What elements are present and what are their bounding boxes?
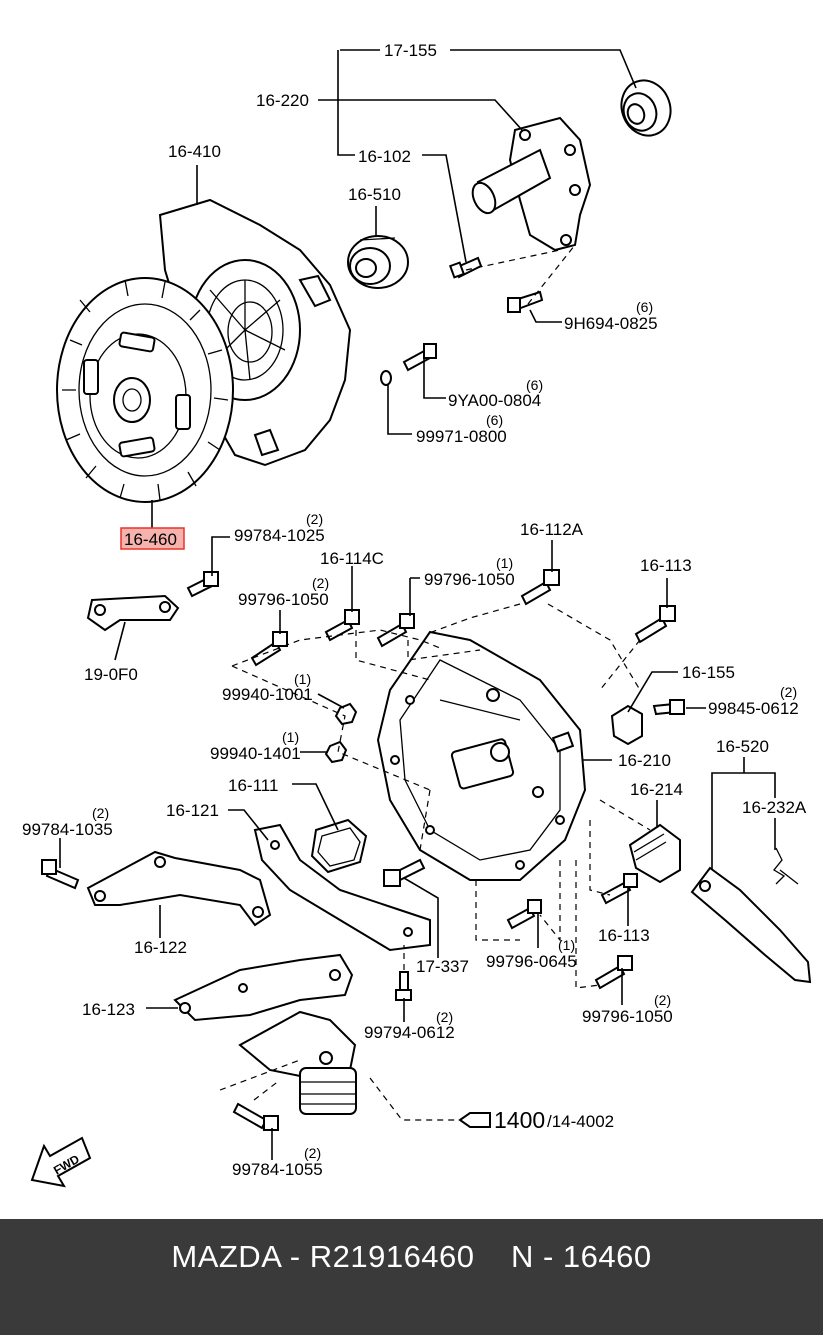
part-17-155	[620, 79, 672, 137]
label-99794: 99794-0612	[364, 1023, 455, 1042]
part-16-102	[448, 256, 483, 279]
qty-99784-1035: (2)	[92, 805, 109, 821]
part-16-123	[173, 953, 354, 1022]
part-16-111	[310, 818, 368, 874]
label-16-113b: 16-113	[598, 926, 650, 945]
label-16-123: 16-123	[82, 1000, 135, 1019]
label-16-460-highlight: 16-460	[120, 527, 185, 550]
qty-99940-1401: (1)	[282, 729, 299, 745]
part-9ya00	[402, 343, 437, 372]
fwd-arrow-icon: FWD	[30, 1136, 92, 1188]
part-99940-1001	[334, 702, 358, 726]
part-99940-1401	[324, 740, 348, 764]
label-99796-1050a: 99796-1050	[424, 570, 515, 589]
label-16-122: 16-122	[134, 938, 187, 957]
label-16-111: 16-111	[228, 776, 278, 795]
label-99784-1035: 99784-1035	[22, 820, 113, 839]
label-16-410: 16-410	[168, 142, 221, 161]
part-99796-0645	[506, 899, 542, 930]
part-number-caption: MAZDA - R21916460 N - 16460	[171, 1239, 652, 1274]
qty-99796-0645: (1)	[558, 937, 575, 953]
label-16-112a: 16-112A	[520, 520, 584, 539]
label-16-214: 16-214	[630, 780, 683, 799]
part-16-155	[610, 704, 643, 746]
qty-9h694: (6)	[636, 299, 653, 315]
label-16-232a: 16-232A	[742, 798, 807, 817]
qty-99796-1050c: (2)	[654, 992, 671, 1008]
parts-diagram: 17-155 16-220 16-102 16-410 16-510 (6) 9…	[22, 41, 812, 1188]
label-99940-1001: 99940-1001	[222, 685, 313, 704]
qty-99940-1001: (1)	[294, 671, 311, 687]
qty-99796-1050b: (2)	[312, 575, 329, 591]
part-16-121	[253, 823, 431, 952]
label-99784-1055: 99784-1055	[232, 1160, 323, 1179]
part-16-220	[471, 116, 592, 252]
label-19-0f0: 19-0F0	[84, 665, 138, 684]
label-16-210: 16-210	[618, 751, 671, 770]
part-16-232a	[773, 847, 799, 885]
part-16-113-low	[600, 873, 638, 905]
part-99845	[652, 699, 685, 716]
label-99796-1050b: 99796-1050	[238, 590, 329, 609]
qty-99784-1055: (2)	[304, 1145, 321, 1161]
part-engine-mount	[238, 1010, 357, 1115]
label-17-337: 17-337	[416, 957, 469, 976]
part-99796-1050-top	[376, 613, 415, 648]
part-16-520	[690, 866, 812, 984]
part-16-460	[56, 277, 234, 503]
part-16-114c	[324, 609, 360, 642]
part-99784-1055	[232, 1102, 279, 1131]
label-16-510: 16-510	[348, 185, 401, 204]
qty-9ya00: (6)	[526, 377, 543, 393]
part-17-337	[383, 858, 426, 887]
label-99971: 99971-0800	[416, 427, 507, 446]
part-16-122	[86, 850, 272, 927]
part-16-210	[376, 630, 587, 881]
part-99796-1050-low	[594, 955, 633, 990]
label-16-113a: 16-113	[640, 556, 692, 575]
label-9ya00: 9YA00-0804	[448, 391, 541, 410]
label-99796-1050c: 99796-1050	[582, 1007, 673, 1026]
leader-lines	[59, 49, 776, 1160]
part-16-214	[628, 823, 681, 884]
qty-99971: (6)	[486, 412, 503, 428]
label-1400: 1400	[494, 1107, 545, 1133]
label-16-121: 16-121	[166, 801, 219, 820]
label-99796-0645: 99796-0645	[486, 952, 577, 971]
qty-99794: (2)	[436, 1009, 453, 1025]
part-99794	[395, 971, 412, 1001]
reference-hand-icon	[458, 1112, 491, 1128]
label-17-155: 17-155	[384, 41, 437, 60]
footer-bar: MAZDA - R21916460 N - 16460	[0, 1215, 823, 1335]
label-99784-1025: 99784-1025	[234, 526, 325, 545]
part-99796-1050-left	[250, 631, 288, 667]
qty-99784-1025: (2)	[306, 511, 323, 527]
part-16-113-top	[634, 605, 676, 644]
part-16-510	[347, 235, 409, 289]
label-16-155: 16-155	[682, 663, 735, 682]
label-99845: 99845-0612	[708, 699, 799, 718]
part-19-0f0	[86, 594, 180, 632]
part-99971	[380, 370, 392, 386]
label-14-4002: /14-4002	[547, 1112, 614, 1131]
label-16-520: 16-520	[716, 737, 769, 756]
part-labels: 17-155 16-220 16-102 16-410 16-510 (6) 9…	[22, 41, 807, 1179]
label-16-102: 16-102	[358, 147, 411, 166]
qty-99796-1050a: (1)	[496, 555, 513, 571]
part-16-112a	[520, 569, 560, 606]
qty-99845: (2)	[780, 684, 797, 700]
part-9h694	[507, 290, 544, 313]
label-99940-1401: 99940-1401	[210, 744, 301, 763]
label-9h694: 9H694-0825	[564, 314, 658, 333]
part-99784-1025	[186, 571, 219, 598]
part-99784-1035	[41, 859, 80, 890]
assembly-lines	[219, 244, 651, 1121]
label-16-220: 16-220	[256, 91, 309, 110]
label-16-460: 16-460	[124, 530, 177, 549]
label-16-114c: 16-114C	[320, 549, 384, 568]
